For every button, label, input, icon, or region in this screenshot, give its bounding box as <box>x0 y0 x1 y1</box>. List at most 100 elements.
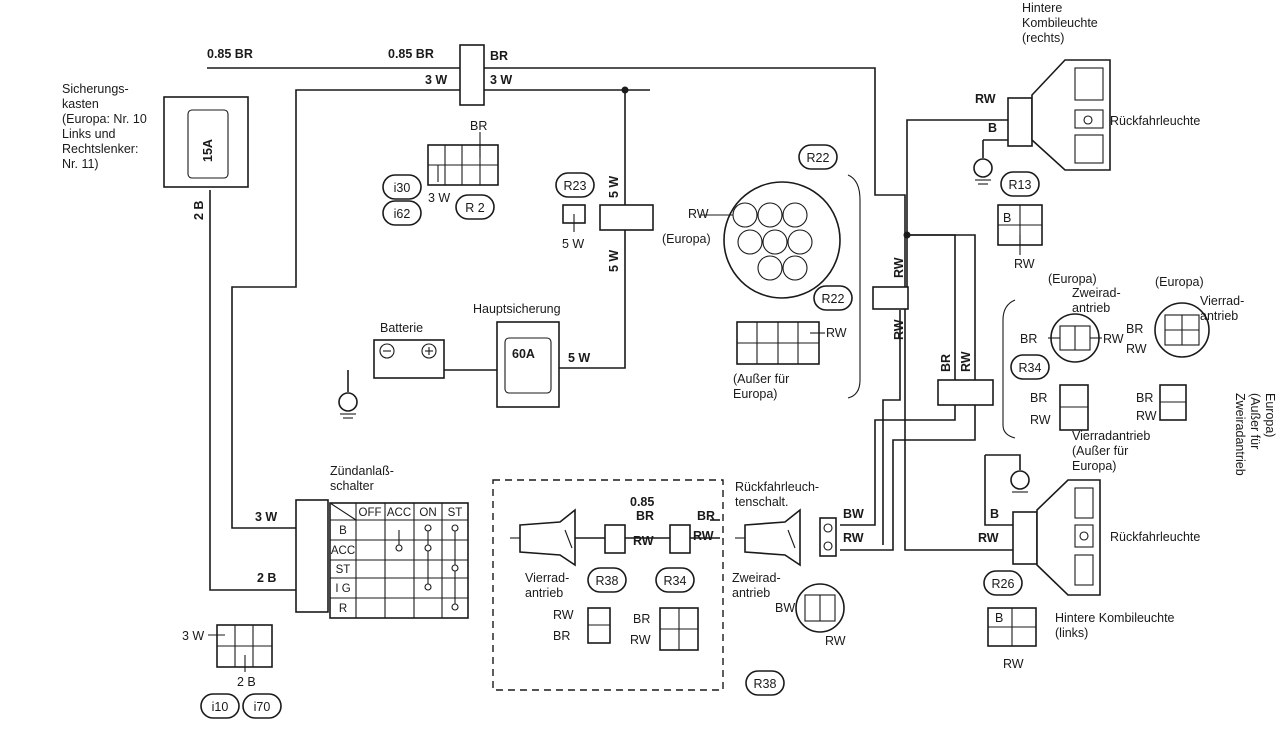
bracket <box>847 174 861 399</box>
r26-lamp-plug <box>1012 511 1038 565</box>
connector-tag: BR <box>633 612 650 626</box>
switch-row-label: ST <box>336 564 351 576</box>
zweiradantrieb-ausser-label: Zweiradantrieb(Außer fürEuropa) <box>1233 393 1277 476</box>
reverse-light-switch <box>735 508 837 567</box>
connector-tag: 2 B <box>237 675 256 689</box>
earth-icon <box>1010 470 1030 493</box>
connector-tag: 3 W <box>182 629 204 643</box>
connector-r2 <box>427 132 499 186</box>
switch-row-label: R <box>339 603 347 615</box>
switch-row-label: ACC <box>331 545 355 557</box>
connector-tag: BR <box>1020 332 1037 346</box>
connector-r22-rect <box>736 321 825 365</box>
r13-lamp-plug <box>1007 97 1033 147</box>
connector-tag: RW <box>826 326 847 340</box>
connector-i10 <box>208 624 273 672</box>
wire-label: 0.85 <box>630 495 654 509</box>
switch-col-header: ST <box>448 507 463 519</box>
switch-col-header: ACC <box>387 507 411 519</box>
svg-text:R13: R13 <box>1009 178 1032 192</box>
wire-label: 5 W <box>607 250 621 272</box>
wire-label: 0.85 BR <box>388 47 434 61</box>
wire-label: RW <box>978 531 999 545</box>
connector-r13 <box>997 204 1043 255</box>
wire-label: BR <box>490 49 508 63</box>
connector-tag: RW <box>1003 657 1024 671</box>
connector-tag: BR <box>553 629 570 643</box>
rear-lamp-right <box>1031 59 1111 171</box>
connector-r34-zweirad <box>1048 313 1102 363</box>
reverse-lamp-right-label: Rückfahrleuchte <box>1110 114 1200 128</box>
connector-badge-i30: i30 <box>382 174 422 200</box>
connector-badge-r22b: R22 <box>813 285 853 311</box>
switch-col-header: OFF <box>359 507 382 519</box>
europa-vierrad-label: Vierrad-antrieb <box>1200 294 1244 323</box>
wire-label: 3 W <box>425 73 447 87</box>
connector-badge-r13: R13 <box>1000 171 1040 197</box>
connector-r38-small <box>587 607 611 644</box>
main-fuse-label: Hauptsicherung <box>473 302 561 316</box>
svg-text:R22: R22 <box>822 292 845 306</box>
wire-label: B <box>990 507 999 521</box>
svg-text:R 2: R 2 <box>465 201 485 215</box>
connector-tag: B <box>1003 211 1011 225</box>
connector-tag: RW <box>825 634 846 648</box>
svg-text:R38: R38 <box>754 677 777 691</box>
wire-label: RW <box>693 529 714 543</box>
svg-text:R38: R38 <box>596 574 619 588</box>
connector-tag: BR <box>1136 391 1153 405</box>
connector-badge-r23: R23 <box>555 172 595 198</box>
wire-label: 2 B <box>192 201 206 220</box>
europa-label: (Europa) <box>1048 272 1097 286</box>
wires <box>207 67 1021 591</box>
r34-plug <box>669 524 691 554</box>
connector-tag: RW <box>1136 409 1157 423</box>
wire-label: RW <box>975 92 996 106</box>
connector-tag: BR <box>1126 322 1143 336</box>
connector-tag: RW <box>1126 342 1147 356</box>
wire-label: 3 W <box>490 73 512 87</box>
reverse-lamp-left-label: Rückfahrleuchte <box>1110 530 1200 544</box>
connector-tag: RW <box>1014 257 1035 271</box>
wire-label: 5 W <box>568 351 590 365</box>
connector-tag: 3 W <box>428 191 450 205</box>
wire-label: BR <box>939 354 953 372</box>
inline-connector-r22 <box>872 286 909 310</box>
connector-tag: BW <box>775 601 795 615</box>
switch-row-label: I G <box>335 583 350 595</box>
battery-label: Batterie <box>380 321 423 335</box>
connector-r22-round <box>700 181 841 299</box>
connector-tag: RW <box>630 633 651 647</box>
connector-badge-r38a: R38 <box>587 567 627 593</box>
main-fuse-rating: 60A <box>512 347 535 361</box>
wire-label: BR <box>636 509 654 523</box>
svg-text:i10: i10 <box>212 700 229 714</box>
relay-box <box>599 204 654 231</box>
vierrad-label: Vierrad-antrieb <box>525 571 569 600</box>
switch-col-header: ON <box>419 507 436 519</box>
wire-label: RW <box>892 257 906 278</box>
svg-text:i62: i62 <box>394 207 411 221</box>
connector-badge-i10: i10 <box>200 693 240 719</box>
reverse-switch-label: Rückfahrleuch-tenschalt. <box>735 480 819 509</box>
europa-label: (Europa) <box>662 232 711 246</box>
svg-text:R34: R34 <box>1019 361 1042 375</box>
wire-label: BW <box>843 507 864 521</box>
svg-text:i30: i30 <box>394 181 411 195</box>
wire-label: RW <box>843 531 864 545</box>
labels: 0.85 BR 0.85 BR BR 3 W 3 W 2 B 5 W 5 W 5… <box>192 47 1204 585</box>
svg-text:R22: R22 <box>807 151 830 165</box>
vierrad-switch <box>510 508 576 567</box>
wire-label: B <box>988 121 997 135</box>
zweirad-label: Zweirad-antrieb <box>732 571 781 600</box>
connector-badge-i70: i70 <box>242 693 282 719</box>
inline-connector-r34 <box>937 379 994 406</box>
rear-comb-l-label: Hintere Kombileuchte(links) <box>1055 611 1175 640</box>
connector-badge-r2: R 2 <box>455 194 495 220</box>
